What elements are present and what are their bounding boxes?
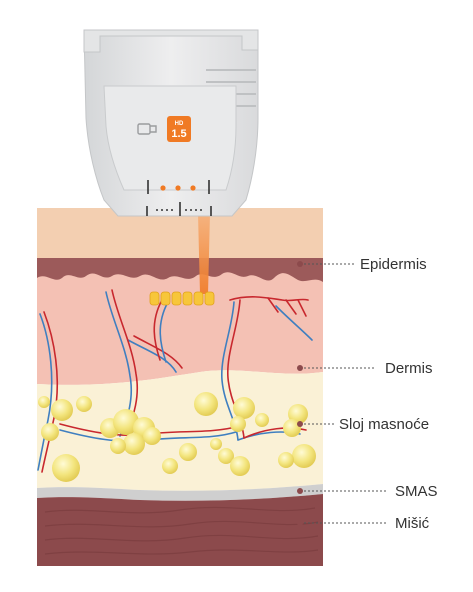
depth-badge [167, 116, 191, 142]
label-muscle: Mišić [395, 515, 430, 532]
label-leaders [300, 263, 388, 524]
badge-top-text: HD [175, 121, 184, 127]
transducer-device: HD 1.5 [83, 29, 259, 217]
label-smas: SMAS [395, 483, 438, 500]
epidermis-layer [37, 208, 323, 264]
label-fat-layer: Sloj masnoće [339, 416, 429, 433]
muscle-fibers [44, 506, 319, 555]
label-epidermis: Epidermis [360, 256, 427, 273]
transducer-dots [160, 185, 196, 191]
epidermis-dermis-junction [37, 258, 323, 282]
alignment-dots [156, 209, 202, 211]
fat-layer [37, 370, 323, 491]
dermis-layer [37, 262, 323, 385]
badge-value-text: 1.5 [171, 128, 186, 140]
lock-icon [137, 123, 157, 135]
alignment-ticks [146, 180, 212, 216]
smas-layer [37, 484, 323, 501]
device-top-ridge [83, 29, 259, 53]
ultrasound-beam [198, 214, 210, 294]
skin-cross-section [37, 208, 323, 566]
label-dermis: Dermis [385, 360, 433, 377]
label-anchors [297, 261, 303, 526]
fat-cells [38, 392, 316, 482]
focal-points [149, 291, 215, 306]
muscle-layer [37, 494, 323, 566]
